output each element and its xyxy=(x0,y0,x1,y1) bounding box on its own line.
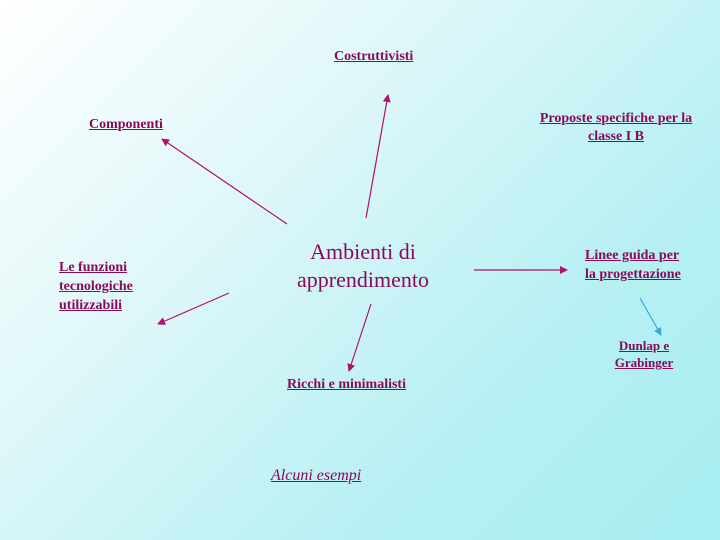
link-ricchi-minimalisti[interactable]: Ricchi e minimalisti xyxy=(287,376,406,394)
arrow-to-componenti xyxy=(161,138,288,225)
link-alcuni-esempi[interactable]: Alcuni esempi xyxy=(271,467,361,485)
arrow-to-dunlap xyxy=(639,297,662,336)
link-linee-line1: Linee guida per xyxy=(585,248,680,263)
link-funzioni-line3: utilizzabili xyxy=(59,298,122,313)
link-componenti-label: Componenti xyxy=(89,117,163,132)
link-proposte-line1: Proposte specifiche per la xyxy=(539,111,693,126)
arrow-to-funzioni xyxy=(157,292,230,325)
link-alcuni-label: Alcuni esempi xyxy=(271,467,362,484)
link-linee-line2: la progettazione xyxy=(585,267,681,282)
central-node-line1: Ambienti di xyxy=(310,239,416,264)
link-proposte-specifiche[interactable]: Proposte specifiche per la classe I B xyxy=(514,110,718,146)
link-costruttivisti-label: Costruttivisti xyxy=(334,49,414,64)
link-dunlap-line1: Dunlap e xyxy=(618,338,670,353)
link-funzioni-tecnologiche[interactable]: Le funzioni tecnologiche utilizzabili xyxy=(59,258,133,315)
arrow-to-ricchi xyxy=(347,303,372,372)
link-dunlap-line2: Grabinger xyxy=(614,355,674,370)
central-node: Ambienti di apprendimento xyxy=(258,238,468,294)
arrow-to-costruttivisti xyxy=(365,94,391,219)
link-componenti[interactable]: Componenti xyxy=(89,116,163,134)
link-funzioni-line2: tecnologiche xyxy=(59,279,133,294)
link-dunlap-grabinger[interactable]: Dunlap e Grabinger xyxy=(604,337,684,371)
link-proposte-line2: classe I B xyxy=(588,129,644,144)
link-funzioni-line1: Le funzioni xyxy=(59,260,128,275)
link-ricchi-label: Ricchi e minimalisti xyxy=(287,377,406,392)
link-linee-guida[interactable]: Linee guida per la progettazione xyxy=(585,246,681,284)
link-costruttivisti[interactable]: Costruttivisti xyxy=(334,48,413,66)
central-node-line2: apprendimento xyxy=(297,267,429,292)
